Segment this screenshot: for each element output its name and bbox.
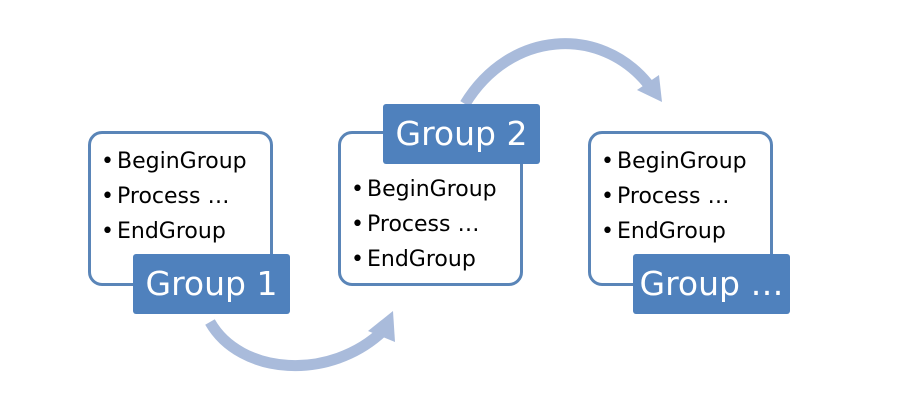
group2-label: Group 2 — [383, 104, 540, 164]
bullet-icon: • — [601, 219, 614, 244]
group2-item-process: •Process … — [351, 207, 497, 242]
arrow-group2-to-group3 — [460, 38, 653, 107]
item-label: BeginGroup — [617, 149, 747, 174]
group1-item-process: •Process … — [101, 179, 247, 214]
bullet-icon: • — [351, 247, 364, 272]
bullet-icon: • — [601, 149, 614, 174]
group3-item-list: •BeginGroup •Process … •EndGroup — [601, 144, 747, 249]
item-label: BeginGroup — [367, 177, 497, 202]
bullet-icon: • — [601, 184, 614, 209]
group2-item-begingroup: •BeginGroup — [351, 172, 497, 207]
group3-item-endgroup: •EndGroup — [601, 214, 747, 249]
bullet-icon: • — [351, 177, 364, 202]
bullet-icon: • — [101, 149, 114, 174]
arrow-head-group1-to-group2 — [368, 311, 395, 342]
group1-item-list: •BeginGroup •Process … •EndGroup — [101, 144, 247, 249]
group1-item-begingroup: •BeginGroup — [101, 144, 247, 179]
bullet-icon: • — [101, 184, 114, 209]
group3-item-process: •Process … — [601, 179, 747, 214]
item-label: BeginGroup — [117, 149, 247, 174]
bullet-icon: • — [101, 219, 114, 244]
item-label: Process … — [617, 184, 730, 209]
group1-label: Group 1 — [133, 254, 290, 314]
item-label: Process … — [117, 184, 230, 209]
item-label: EndGroup — [117, 219, 226, 244]
item-label: Process … — [367, 212, 480, 237]
group1-box: •BeginGroup •Process … •EndGroup — [88, 131, 273, 286]
group1-item-endgroup: •EndGroup — [101, 214, 247, 249]
arrow-group1-to-group2 — [205, 319, 388, 371]
arrow-head-group2-to-group3 — [637, 75, 662, 102]
bullet-icon: • — [351, 212, 364, 237]
group3-label: Group … — [633, 254, 790, 314]
group2-item-list: •BeginGroup •Process … •EndGroup — [351, 172, 497, 277]
group3-item-begingroup: •BeginGroup — [601, 144, 747, 179]
group2-item-endgroup: •EndGroup — [351, 242, 497, 277]
item-label: EndGroup — [367, 247, 476, 272]
item-label: EndGroup — [617, 219, 726, 244]
